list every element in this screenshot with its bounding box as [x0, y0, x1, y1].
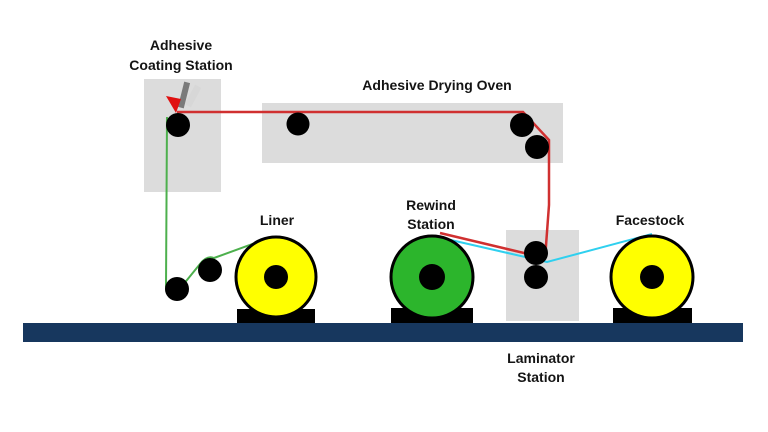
coating-roller [166, 113, 190, 137]
rewind-station-label: Rewind Station [406, 196, 456, 234]
laminator-nip-roller-top [524, 241, 548, 265]
rewind-roll-hub [419, 264, 445, 290]
coating-station-label-line1: Adhesive [149, 37, 213, 53]
coating-station-label: Adhesive Coating Station [129, 35, 232, 75]
laminator-station-label-line1: Laminator [507, 350, 575, 366]
liner-label: Liner [259, 212, 295, 228]
coated-web-red [177, 110, 551, 260]
idler-roller-2 [198, 258, 222, 282]
coating-station-label-line2: Coating Station [129, 57, 233, 73]
blade-highlight [184, 84, 202, 108]
laminator-station-label: Laminator Station [507, 349, 575, 387]
oven-roller-1 [286, 112, 310, 136]
facestock-label: Facestock [615, 212, 685, 228]
adhesive-wedge-icon [166, 96, 181, 113]
rewind-station-label-line1: Rewind [406, 197, 456, 213]
drying-oven-label: Adhesive Drying Oven [362, 77, 512, 93]
laminator-station-label-line2: Station [517, 369, 565, 385]
liner-roll-hub [264, 265, 288, 289]
idler-roller-1 [165, 277, 189, 301]
facestock-web-cyan [441, 233, 653, 264]
oven-roller-3 [525, 135, 549, 159]
oven-roller-2 [510, 113, 534, 137]
rewind-station-label-line2: Station [407, 216, 455, 232]
doctor-blade-icon [177, 81, 191, 109]
floor-bar [23, 323, 743, 342]
facestock-roll-hub [640, 265, 664, 289]
laminator-nip-roller-bottom [524, 265, 548, 289]
